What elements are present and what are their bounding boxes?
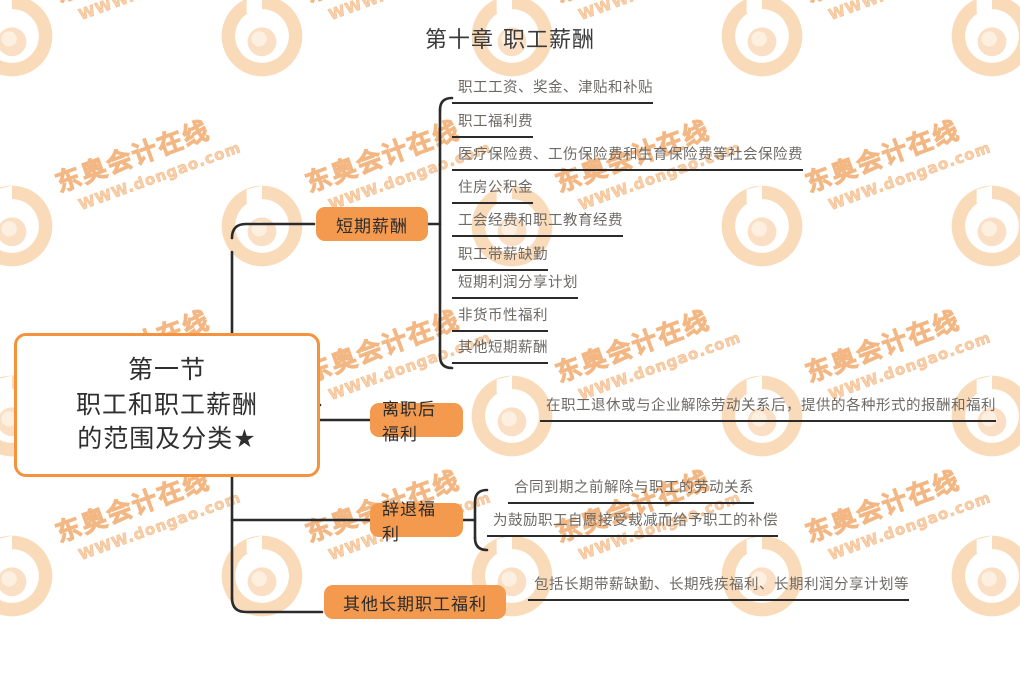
branch-label-termination: 辞退福利 xyxy=(382,500,436,545)
page-title: 第十章职工薪酬 xyxy=(0,22,1020,54)
leaf-item[interactable]: 职工福利费 xyxy=(452,112,533,138)
branch-node-other-long-term[interactable]: 其他长期职工福利 xyxy=(324,585,506,619)
page-title-subject: 职工薪酬 xyxy=(503,28,596,53)
root-node-label: 第一节 职工和职工薪酬 的范围及分类★ xyxy=(76,353,258,457)
page-title-chapter: 第十章 xyxy=(424,28,494,53)
leaf-item[interactable]: 职工带薪缺勤 xyxy=(452,245,548,271)
leaf-item[interactable]: 工会经费和职工教育经费 xyxy=(452,211,623,237)
branch-node-short-term[interactable]: 短期薪酬 xyxy=(316,207,428,241)
branch-label-other-long-term: 其他长期职工福利 xyxy=(343,594,487,615)
leaf-item[interactable]: 住房公积金 xyxy=(452,178,533,204)
root-line-2: 职工和职工薪酬 xyxy=(75,389,258,419)
branch-node-termination[interactable]: 辞退福利 xyxy=(370,500,463,545)
root-line-1: 第一节 xyxy=(127,355,206,385)
branch-node-post-employment[interactable]: 离职后福利 xyxy=(370,400,463,445)
branch-label-short-term: 短期薪酬 xyxy=(336,216,408,237)
leaf-item[interactable]: 为鼓励职工自愿接受裁减而给予职工的补偿 xyxy=(487,511,778,537)
leaf-item[interactable]: 短期利润分享计划 xyxy=(452,273,578,299)
leaf-item[interactable]: 非货币性福利 xyxy=(452,306,548,332)
root-line-3: 的范围及分类★ xyxy=(77,424,257,454)
leaf-item[interactable]: 其他短期薪酬 xyxy=(452,338,548,364)
root-node[interactable]: 第一节 职工和职工薪酬 的范围及分类★ xyxy=(14,333,320,477)
leaf-item[interactable]: 在职工退休或与企业解除劳动关系后，提供的各种形式的报酬和福利 xyxy=(540,396,996,422)
leaf-item[interactable]: 包括长期带薪缺勤、长期残疾福利、长期利润分享计划等 xyxy=(528,575,909,601)
leaf-item[interactable]: 合同到期之前解除与职工的劳动关系 xyxy=(508,478,754,504)
leaf-item[interactable]: 医疗保险费、工伤保险费和生育保险费等社会保险费 xyxy=(452,145,803,171)
leaf-item[interactable]: 职工工资、奖金、津贴和补贴 xyxy=(452,78,653,104)
branch-label-post-employment: 离职后福利 xyxy=(382,400,436,445)
